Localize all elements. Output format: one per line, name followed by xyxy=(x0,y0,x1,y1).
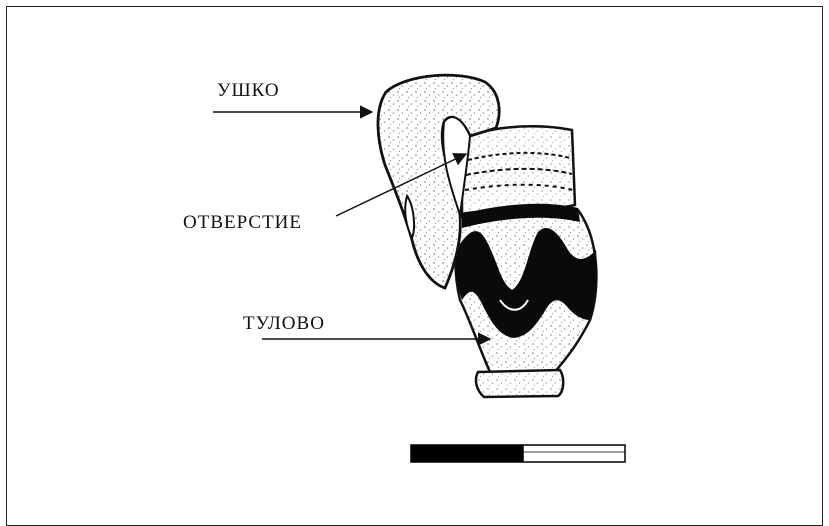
scale-bar-black-segment xyxy=(411,445,523,462)
label-opening: ОТВЕРСТИЕ xyxy=(183,212,302,234)
vessel-illustration xyxy=(0,0,829,512)
scale-bar-white-segment xyxy=(523,445,625,462)
scale-bar xyxy=(411,445,625,462)
vessel-foot xyxy=(476,370,563,397)
label-handle: УШКО xyxy=(217,80,280,102)
vessel-body xyxy=(455,204,597,372)
vessel-neck xyxy=(462,126,575,214)
label-body: ТУЛОВО xyxy=(243,313,325,335)
